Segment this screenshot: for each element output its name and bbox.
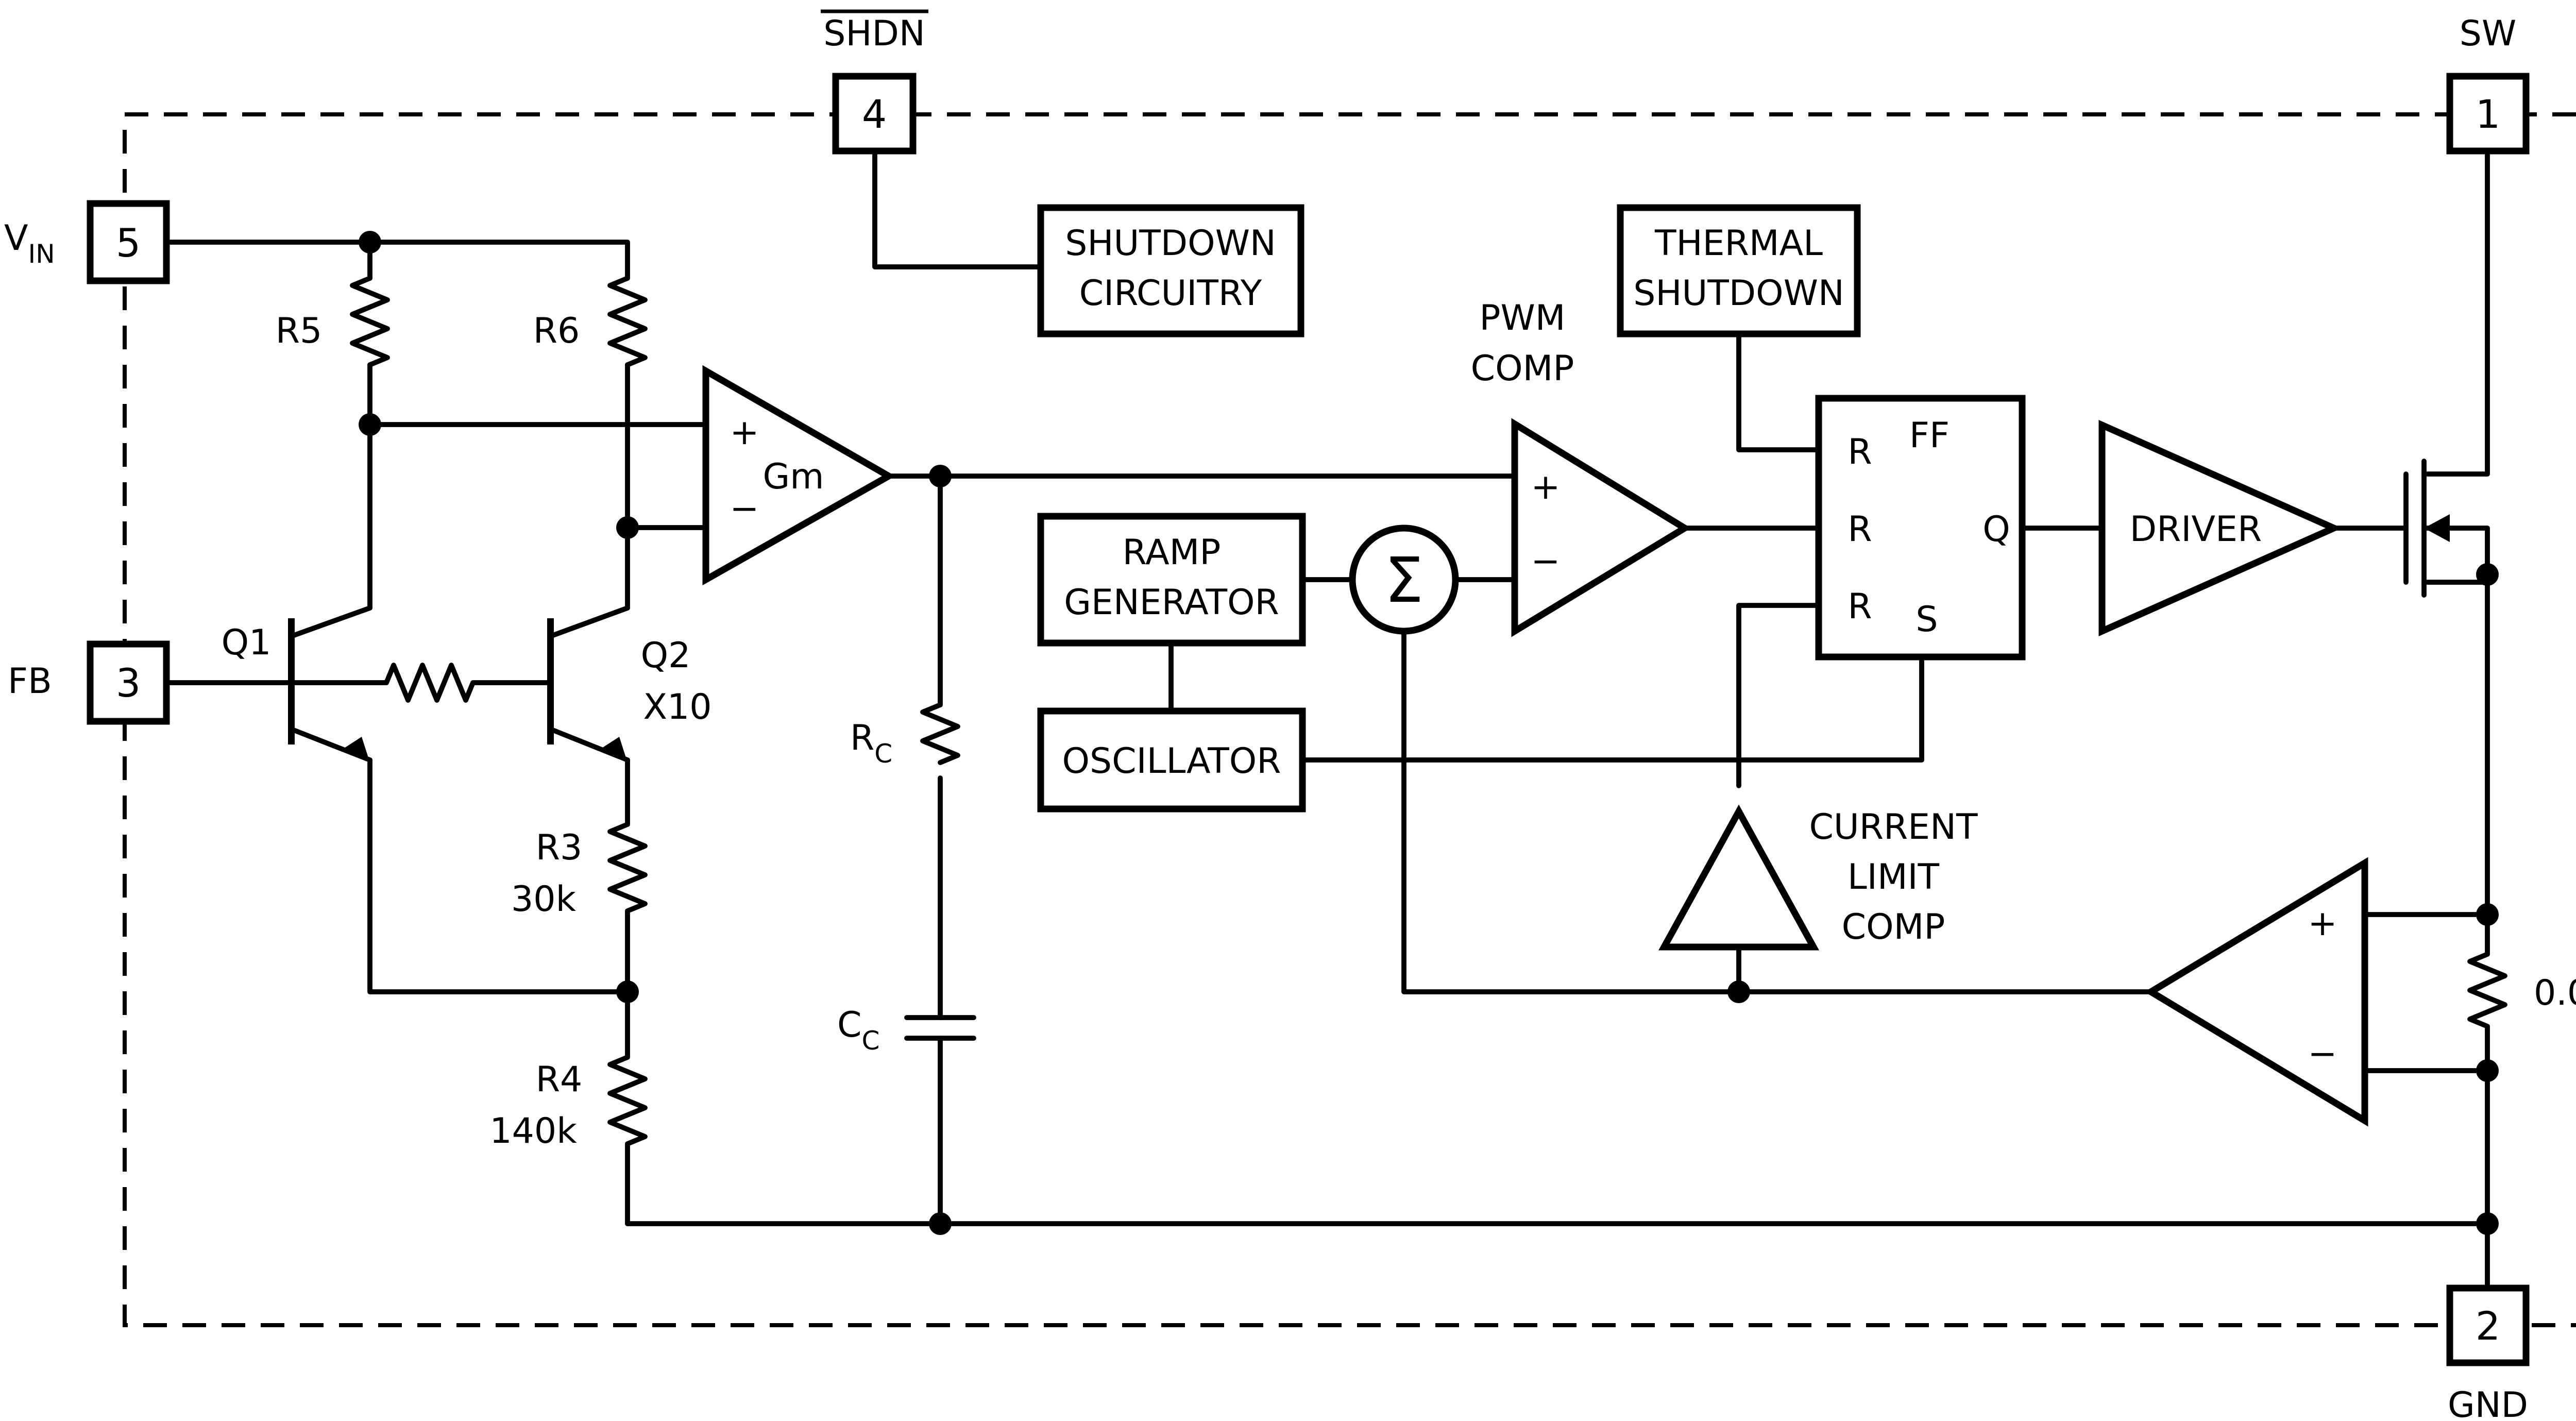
pin-fb-label: FB [8,661,52,702]
oscillator-block: OSCILLATOR [1037,707,1306,813]
q2-ratio: X10 [643,687,711,728]
pin-sw: 1 SW [2446,13,2530,155]
svg-text:−: − [1531,541,1561,582]
pin-sw-number: 1 [2476,91,2500,137]
svg-text:CIRCUITRY: CIRCUITRY [1079,273,1262,314]
pin-vin-number: 5 [116,220,141,266]
r3-label: R3 [536,827,583,868]
r4-value: 140k [489,1111,577,1152]
q1-label: Q1 [222,622,272,663]
pin-vin-label-sub: IN [28,239,55,269]
pin-vin: 5 VIN [4,200,170,284]
svg-text:R: R [1848,586,1872,627]
rc-label: RC [850,718,892,769]
svg-text:PWM: PWM [1480,298,1566,339]
pin-shdn-number: 4 [862,91,887,137]
svg-text:+: + [730,412,759,453]
ramp-generator-block: RAMP GENERATOR [1037,513,1306,647]
svg-text:RAMP: RAMP [1123,532,1221,573]
svg-text:SHUTDOWN: SHUTDOWN [1065,223,1276,264]
svg-text:FF: FF [1909,415,1950,456]
svg-text:CURRENT: CURRENT [1809,807,1978,848]
svg-text:DRIVER: DRIVER [2130,509,2262,550]
svg-text:R: R [1848,509,1872,550]
q1-emitter-arrow [344,737,370,763]
q2-base-bar [547,618,554,745]
junction-dots [359,231,2499,1235]
cc-label: CC [837,1005,879,1056]
svg-text:S: S [1916,599,1938,640]
pin-gnd-number: 2 [2476,1303,2500,1349]
svg-text:COMP: COMP [1471,348,1574,389]
r3-value: 30k [511,879,577,920]
svg-text:Gm: Gm [763,456,824,497]
pin-sw-label: SW [2460,13,2516,54]
pwm-comparator: + − PWM COMP [1471,298,1691,637]
pin-fb: 3 FB [8,640,170,725]
svg-text:GENERATOR: GENERATOR [1064,582,1279,623]
r6-label: R6 [533,311,580,351]
svg-text:+: + [2308,903,2337,944]
svg-text:SHUTDOWN: SHUTDOWN [1633,273,1844,314]
mosfet-body-arrow [2424,514,2450,542]
q2-emitter-arrow [602,737,628,763]
r5-label: R5 [276,311,323,351]
current-sense-amplifier: + − [2144,857,2368,1127]
svg-text:THERMAL: THERMAL [1654,223,1823,264]
shutdown-circuitry-block: SHUTDOWN CIRCUITRY [1037,204,1304,337]
svg-text:COMP: COMP [1842,907,1945,948]
pin-gnd-label: GND [2448,1385,2528,1421]
svg-text:LIMIT: LIMIT [1848,857,1940,898]
summer-node: Σ [1349,525,1459,635]
svg-text:R: R [1848,432,1872,472]
flip-flop-block: FF R R R Q S [1815,395,2026,661]
gm-amplifier: + − Gm [702,365,896,586]
svg-text:Q: Q [1982,509,2010,550]
pin-fb-number: 3 [116,660,141,706]
pin-shdn-label: SHDN [823,13,925,54]
svg-text:Σ: Σ [1384,545,1423,617]
q2-label: Q2 [641,635,691,676]
r4-label: R4 [536,1059,583,1100]
svg-text:OSCILLATOR: OSCILLATOR [1062,741,1281,782]
sense-resistor-value: 0.05 [2534,973,2576,1013]
svg-text:−: − [730,488,759,529]
pin-gnd: 2 GND [2446,1284,2530,1421]
pin-shdn: 4 SHDN [821,9,928,155]
svg-text:−: − [2308,1034,2337,1074]
thermal-shutdown-block: THERMAL SHUTDOWN [1617,204,1861,337]
pin-vin-label: VIN [4,218,55,269]
svg-text:+: + [1531,467,1561,508]
q1-base-bar [288,618,295,745]
driver-block: DRIVER [2098,419,2343,637]
current-limit-comparator: CURRENT LIMIT COMP [1658,804,1978,951]
